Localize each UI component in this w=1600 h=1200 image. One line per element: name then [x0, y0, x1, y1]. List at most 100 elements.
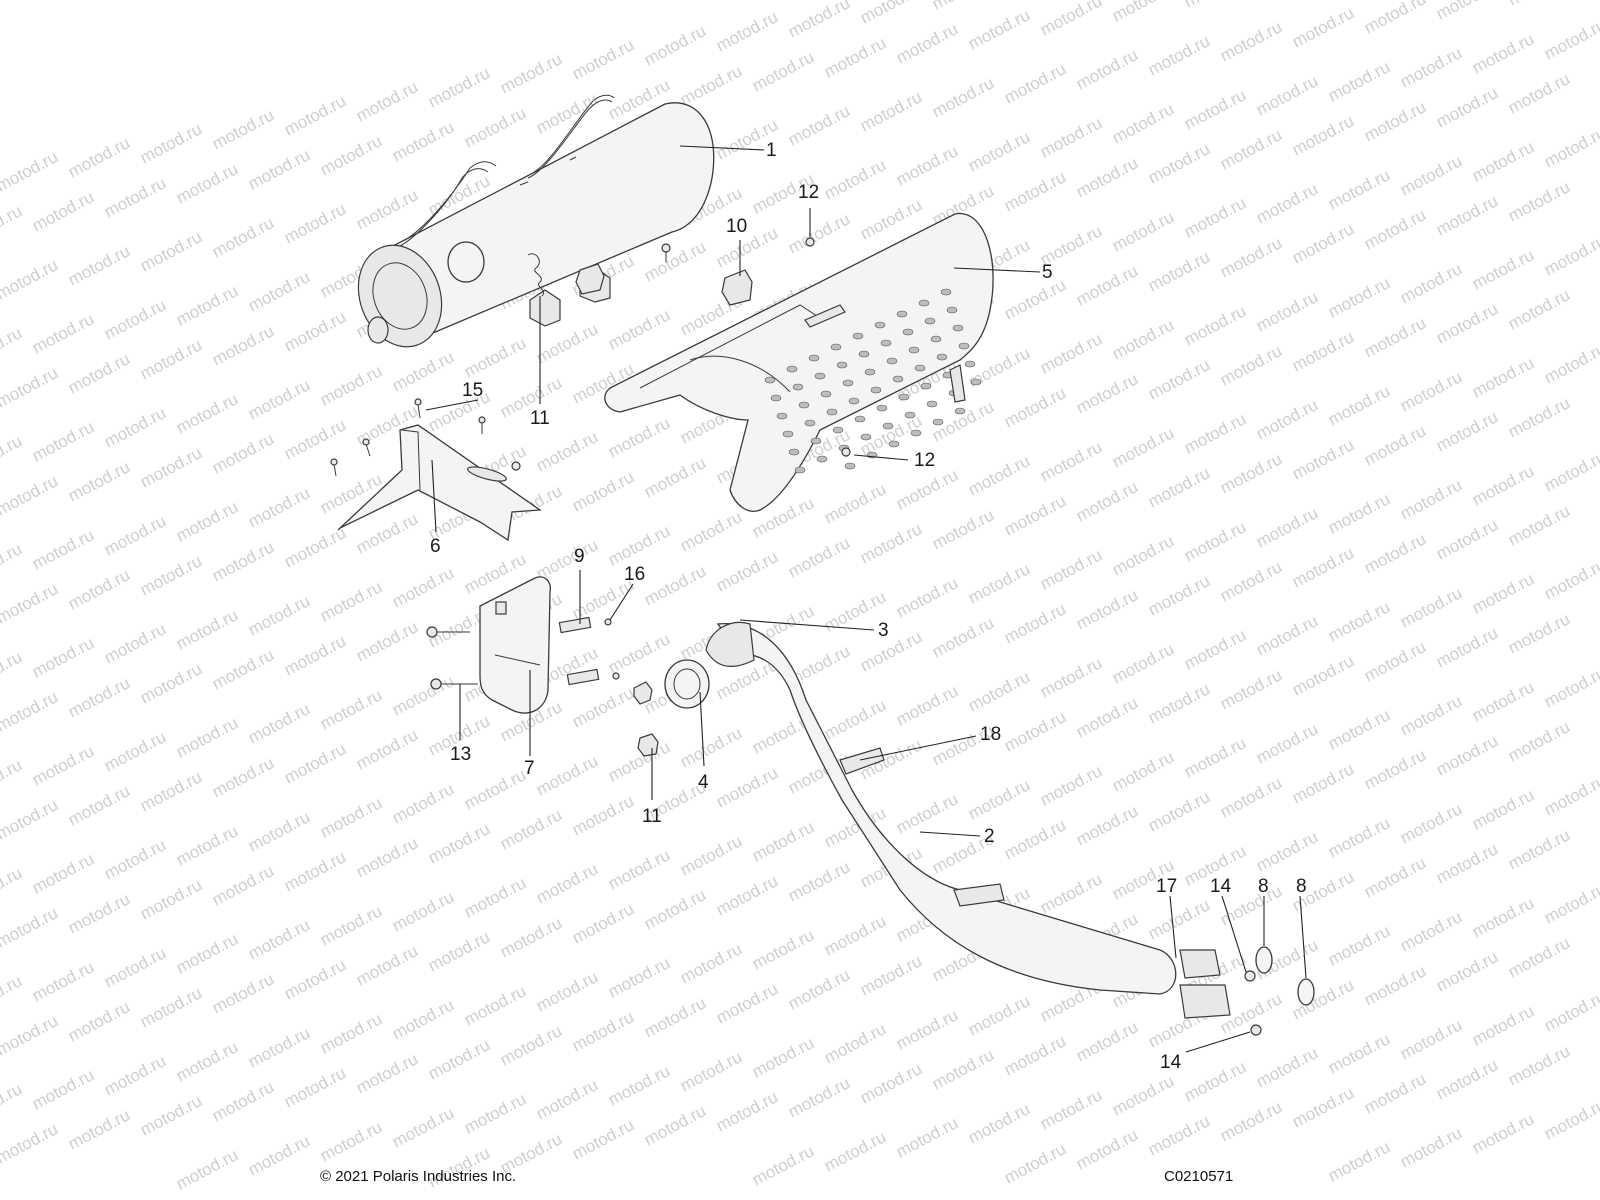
watermark-text: motod.ru [1289, 3, 1357, 51]
perforation-hole [820, 390, 832, 398]
watermark-text: motod.ru [209, 969, 277, 1017]
watermark-text: motod.ru [1109, 747, 1177, 795]
watermark-text: motod.ru [1433, 407, 1501, 455]
watermark-text: motod.ru [65, 241, 133, 289]
perforation-hole [788, 448, 800, 456]
watermark-text: motod.ru [1361, 745, 1429, 793]
perforation-hole [892, 375, 904, 383]
callout-16: 16 [624, 564, 645, 585]
watermark-text: motod.ru [29, 849, 97, 897]
watermark-text: motod.ru [821, 155, 889, 203]
watermark-text: motod.ru [533, 859, 601, 907]
watermark-text: motod.ru [569, 899, 637, 947]
watermark-text: motod.ru [497, 913, 565, 961]
watermark-text: motod.ru [533, 427, 601, 475]
watermark-text: motod.ru [1541, 231, 1600, 279]
watermark-text: motod.ru [173, 497, 241, 545]
watermark-text: motod.ru [245, 1023, 313, 1071]
watermark-text: motod.ru [461, 765, 529, 813]
watermark-text: motod.ru [1037, 545, 1105, 593]
watermark-text: motod.ru [893, 19, 961, 67]
watermark-text: motod.ru [929, 505, 997, 553]
watermark-text: motod.ru [1001, 815, 1069, 863]
watermark-text: motod.ru [1145, 463, 1213, 511]
watermark-text: motod.ru [965, 5, 1033, 53]
watermark-text: motod.ru [785, 209, 853, 257]
perforation-hole [930, 335, 942, 343]
watermark-text: motod.ru [641, 993, 709, 1041]
perforation-hole [816, 455, 828, 463]
watermark-text: motod.ru [353, 1049, 421, 1097]
watermark-text: motod.ru [785, 965, 853, 1013]
watermark-text: motod.ru [1325, 1029, 1393, 1077]
watermark-text: motod.ru [1469, 893, 1537, 941]
watermark-text: motod.ru [29, 1065, 97, 1113]
watermark-text: motod.ru [1181, 517, 1249, 565]
perforation-hole [794, 466, 806, 474]
watermark-text: motod.ru [605, 845, 673, 893]
watermark-text: motod.ru [317, 793, 385, 841]
perforation-hole [832, 426, 844, 434]
watermark-text: motod.ru [821, 911, 889, 959]
perforation-hole [864, 368, 876, 376]
watermark-text: motod.ru [1181, 193, 1249, 241]
perforation-hole [926, 400, 938, 408]
perforation-hole [970, 378, 982, 386]
watermark-text: motod.ru [785, 1073, 853, 1121]
watermark-text: motod.ru [1073, 801, 1141, 849]
watermark-text: motod.ru [245, 807, 313, 855]
perforation-hole [910, 429, 922, 437]
watermark-text: motod.ru [137, 659, 205, 707]
watermark-text: motod.ru [533, 1075, 601, 1123]
bracket-part [479, 576, 551, 714]
watermark-text: motod.ru [245, 915, 313, 963]
lower-shield-part [337, 424, 542, 542]
watermark-text: motod.ru [281, 955, 349, 1003]
watermark-text: motod.ru [209, 861, 277, 909]
watermark-text: motod.ru [893, 141, 961, 189]
watermark-text: motod.ru [137, 1091, 205, 1139]
watermark-text: motod.ru [1253, 179, 1321, 227]
watermark-text: motod.ru [101, 295, 169, 343]
watermark-text: motod.ru [1505, 177, 1573, 225]
watermark-text: motod.ru [65, 133, 133, 181]
watermark-text: motod.ru [1217, 341, 1285, 389]
watermark-text: motod.ru [1397, 43, 1465, 91]
watermark-text: motod.ru [1289, 219, 1357, 267]
watermark-text: motod.ru [1145, 571, 1213, 619]
watermark-text: motod.ru [317, 577, 385, 625]
watermark-text: motod.ru [857, 1059, 925, 1107]
watermark-text: motod.ru [173, 159, 241, 207]
watermark-text: motod.ru [1073, 1125, 1141, 1173]
watermark-text: motod.ru [137, 875, 205, 923]
watermark-text: motod.ru [137, 335, 205, 383]
watermark-text: motod.ru [1253, 827, 1321, 875]
watermark-text: motod.ru [137, 551, 205, 599]
watermark-text: motod.ru [1433, 299, 1501, 347]
callout-13: 13 [450, 744, 471, 765]
watermark-text: motod.ru [785, 0, 853, 42]
watermark-text: motod.ru [497, 805, 565, 853]
watermark-text: motod.ru [281, 91, 349, 139]
watermark-text: motod.ru [569, 1115, 637, 1163]
watermark-text: motod.ru [1253, 611, 1321, 659]
watermark-text: motod.ru [605, 305, 673, 353]
watermark-text: motod.ru [209, 321, 277, 369]
watermark-text: motod.ru [1181, 0, 1249, 12]
watermark-text: motod.ru [1109, 531, 1177, 579]
perforation-hole [786, 365, 798, 373]
watermark-text: motod.ru [713, 871, 781, 919]
leader-lines [425, 145, 1307, 1053]
watermark-text: motod.ru [1037, 653, 1105, 701]
watermark-text: motod.ru [0, 431, 25, 479]
watermark-text: motod.ru [1541, 771, 1600, 819]
watermark-text: motod.ru [677, 939, 745, 987]
watermark-text: motod.ru [245, 483, 313, 531]
watermark-text: motod.ru [0, 647, 25, 695]
watermark-text: motod.ru [137, 767, 205, 815]
callout-12a: 12 [798, 182, 819, 203]
watermark-text: motod.ru [281, 739, 349, 787]
perforation-hole [810, 437, 822, 445]
watermark-text: motod.ru [1325, 597, 1393, 645]
watermark-text: motod.ru [677, 507, 745, 555]
